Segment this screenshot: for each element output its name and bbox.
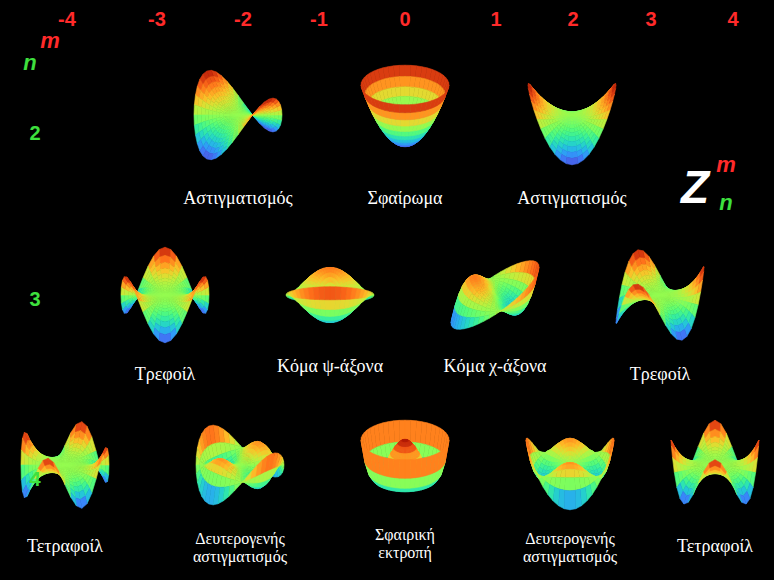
surface-facet <box>570 122 572 125</box>
surface-facet <box>400 113 405 120</box>
surface-facet <box>401 131 405 136</box>
surface-facet <box>405 76 410 87</box>
surface-facet <box>198 106 202 115</box>
surface-facet <box>405 87 410 97</box>
surface-facet <box>405 120 410 126</box>
surface-facet <box>209 110 213 115</box>
zernike-surface <box>194 70 282 159</box>
surface-facet <box>400 76 405 87</box>
surface-facet <box>220 113 224 115</box>
surface-facet <box>569 128 572 132</box>
surface-facet <box>569 132 572 137</box>
surface-facet <box>399 65 405 76</box>
surface-facet <box>572 157 578 164</box>
surface-facet <box>410 104 416 112</box>
surface-facet <box>205 109 209 115</box>
surface-facet <box>405 113 410 120</box>
surface-facet <box>572 125 574 129</box>
surface-facet <box>570 125 572 129</box>
surface-facet <box>394 104 400 112</box>
surface-facet <box>410 112 416 120</box>
surface-facet <box>402 136 405 140</box>
surface-facet <box>401 126 405 132</box>
surface-facet <box>267 115 271 117</box>
surface-facet <box>399 105 405 113</box>
surface-facet <box>572 128 575 132</box>
surface-facet <box>405 105 411 113</box>
surface-facet <box>405 131 409 136</box>
surface-facet <box>572 132 575 137</box>
surface-facet <box>402 140 405 143</box>
surface-facet <box>571 119 572 122</box>
surface-facet <box>405 136 408 140</box>
zernike-surface <box>361 65 449 146</box>
surface-facet <box>405 65 411 76</box>
surface-facet <box>395 112 401 120</box>
surface-facet <box>566 157 572 164</box>
surface-facet <box>405 140 408 143</box>
zernike-surface <box>121 247 209 343</box>
surface-facet <box>212 111 216 115</box>
surface-facet <box>201 107 205 115</box>
surface-facet <box>572 136 576 141</box>
surface-facet <box>396 119 401 126</box>
surface-facet <box>274 115 278 119</box>
surface-facet <box>568 136 572 141</box>
surface-facet <box>216 112 220 115</box>
surface-facet <box>409 119 414 126</box>
surface-facet <box>400 87 405 97</box>
surface-facet <box>405 126 409 132</box>
surface-facet <box>278 115 282 120</box>
zernike-surface <box>528 83 616 164</box>
surface-facet <box>271 115 275 118</box>
surface-facet <box>400 120 405 126</box>
surface-facet <box>571 117 572 119</box>
surface-facet <box>194 105 198 115</box>
surface-facet <box>194 115 198 125</box>
